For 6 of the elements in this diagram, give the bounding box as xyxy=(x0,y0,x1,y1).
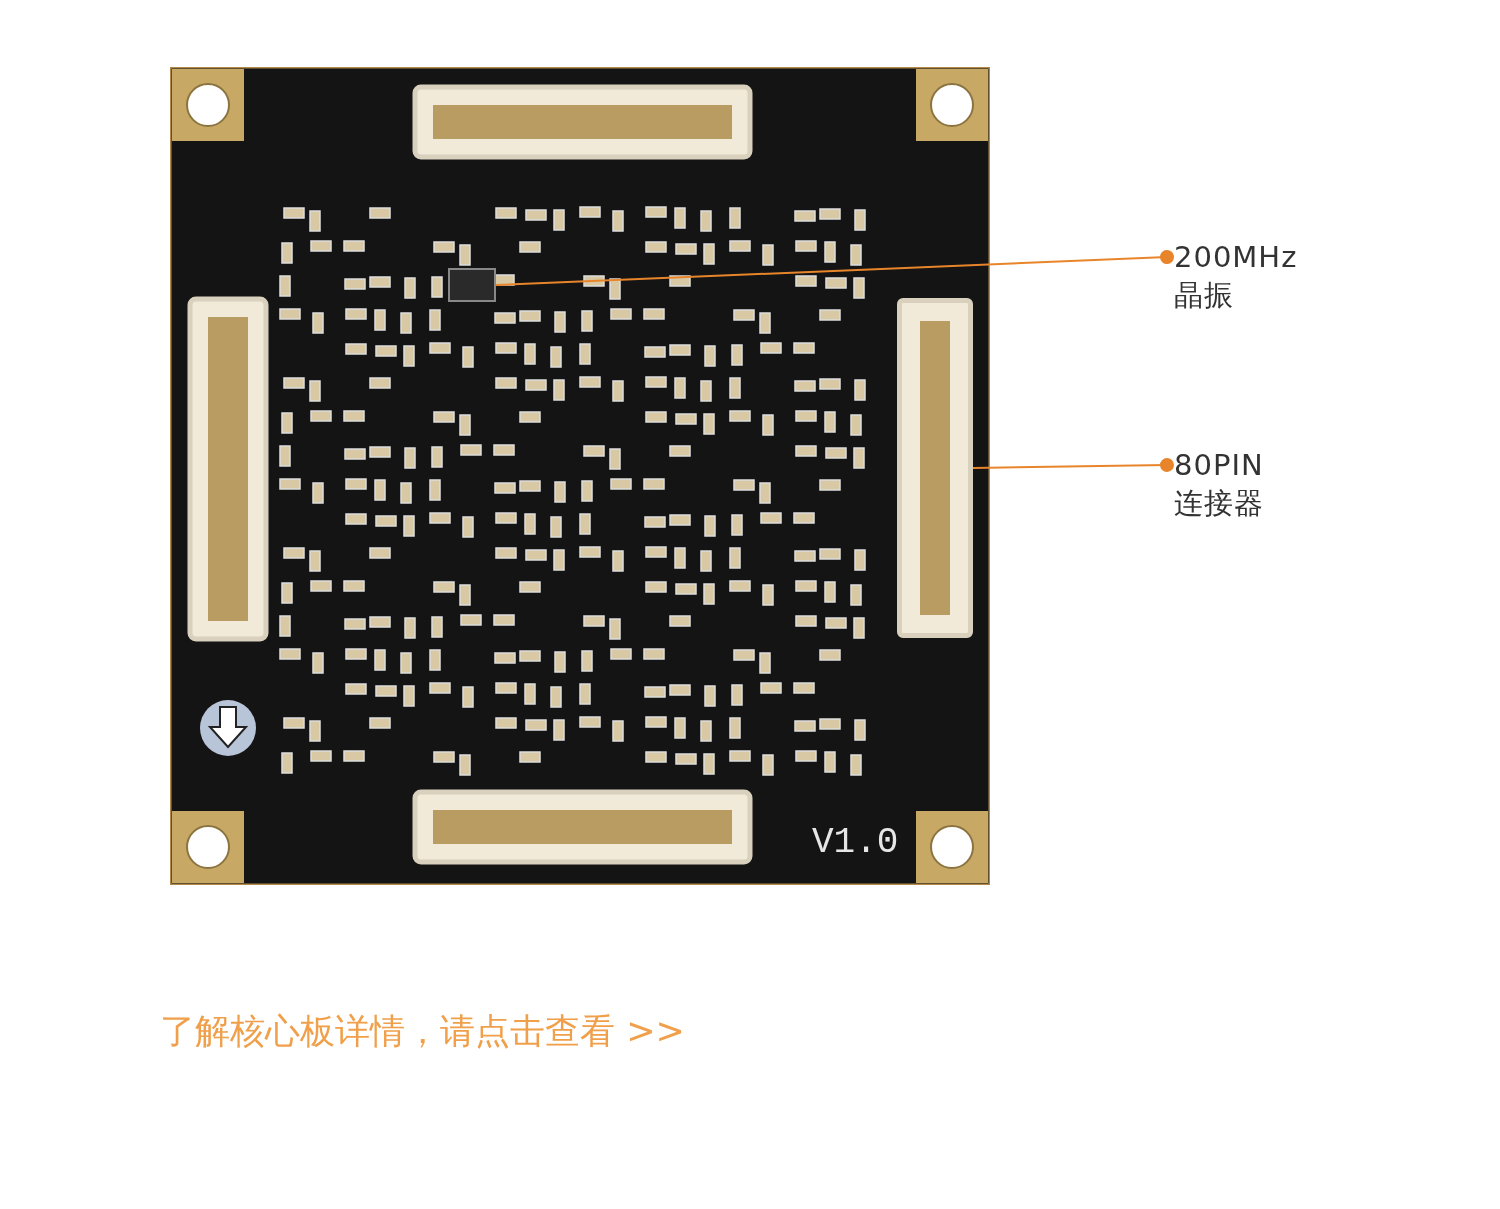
version-marking: V1.0 xyxy=(812,822,899,863)
details-link: 了解核心板详情，请点击查看 >> xyxy=(160,1010,685,1053)
crystal-chip xyxy=(448,268,496,302)
connector xyxy=(897,298,973,638)
callout-text: 80PIN 连接器 xyxy=(1173,447,1264,522)
callout-text: 200MHz 晶振 xyxy=(1173,239,1298,314)
